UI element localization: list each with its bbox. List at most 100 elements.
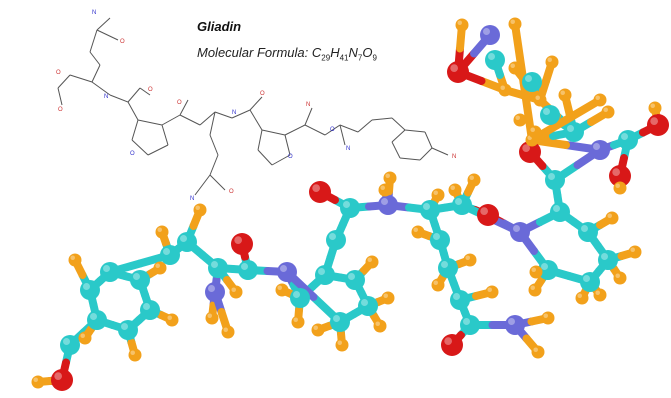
skeletal-bond xyxy=(161,114,181,126)
atom-highlight xyxy=(211,261,218,268)
hydrogen-atom xyxy=(68,253,82,267)
hydrogen-atom xyxy=(498,83,512,97)
skeletal-atom-label: N xyxy=(346,146,350,152)
carbon-atom xyxy=(290,288,310,308)
atom-highlight xyxy=(381,198,388,205)
skeletal-atom-label: N xyxy=(92,10,96,16)
carbon-atom xyxy=(80,280,100,300)
carbon-atom xyxy=(522,72,542,92)
skeletal-bond xyxy=(249,109,263,131)
skeletal-bond xyxy=(391,117,406,131)
atom-highlight xyxy=(333,315,340,322)
skeletal-bond xyxy=(391,129,406,143)
formula-value: C29H41N7O9 xyxy=(312,45,377,63)
atom-highlight xyxy=(650,103,655,108)
atom-highlight xyxy=(433,190,438,196)
skeletal-atom-label: N xyxy=(190,196,194,202)
atom-highlight xyxy=(469,175,474,181)
atom-highlight xyxy=(337,340,342,345)
atom-highlight xyxy=(615,273,620,278)
oxygen-atom xyxy=(309,181,331,203)
hydrogen-atom xyxy=(373,319,387,333)
atom-highlight xyxy=(593,143,600,150)
atom-highlight xyxy=(465,255,470,260)
skeletal-bond xyxy=(161,124,169,146)
skeletal-bond xyxy=(271,154,291,166)
atom-highlight xyxy=(601,253,608,260)
atom-highlight xyxy=(277,285,282,290)
skeletal-bond xyxy=(127,101,139,121)
carbon-atom xyxy=(538,260,558,280)
hydrogen-atom xyxy=(613,271,627,285)
skeletal-bond xyxy=(57,87,63,106)
atom-highlight xyxy=(553,205,560,212)
bond-segment xyxy=(562,96,604,124)
carbon-atom xyxy=(130,270,150,290)
skeletal-bond xyxy=(139,87,151,96)
atom-highlight xyxy=(535,95,540,100)
hydrogen-atom xyxy=(221,325,235,339)
atom-highlight xyxy=(121,323,128,330)
atom-highlight xyxy=(510,19,515,24)
skeletal-bond xyxy=(91,81,111,96)
oxygen-atom xyxy=(231,233,253,255)
atom-highlight xyxy=(595,95,600,100)
hydrogen-atom xyxy=(155,225,169,239)
atom-highlight xyxy=(533,347,538,352)
nitrogen-atom xyxy=(277,262,297,282)
oxygen-atom xyxy=(441,334,463,356)
atom-highlight xyxy=(595,290,600,295)
atom-highlight xyxy=(241,263,248,270)
carbon-atom xyxy=(345,270,365,290)
hydrogen-atom xyxy=(378,183,392,197)
atom-highlight xyxy=(450,185,455,191)
hydrogen-atom xyxy=(31,375,45,389)
hydrogen-atom xyxy=(165,313,179,327)
atom-highlight xyxy=(612,168,621,176)
atom-highlight xyxy=(433,233,440,240)
hydrogen-atom xyxy=(455,18,469,32)
atom-highlight xyxy=(385,173,390,179)
atom-highlight xyxy=(530,285,535,290)
skeletal-atom-label: O xyxy=(177,100,182,106)
carbon-atom xyxy=(438,258,458,278)
oxygen-atom xyxy=(477,204,499,226)
hydrogen-atom xyxy=(528,283,542,297)
atom-highlight xyxy=(531,267,536,272)
skeletal-bond xyxy=(304,124,326,136)
atom-highlight xyxy=(441,261,448,268)
hydrogen-atom xyxy=(541,311,555,325)
skeletal-bond xyxy=(96,29,119,41)
carbon-atom xyxy=(358,296,378,316)
atom-highlight xyxy=(367,257,372,262)
atom-highlight xyxy=(483,28,490,35)
skeletal-bond xyxy=(131,119,139,141)
skeletal-bond xyxy=(91,64,101,83)
formula-label: Molecular Formula: xyxy=(197,45,309,60)
atom-highlight xyxy=(155,263,161,268)
skeletal-atom-label: O xyxy=(130,151,135,157)
carbon-atom xyxy=(177,232,197,252)
oxygen-atom xyxy=(609,165,631,187)
skeletal-bond xyxy=(324,124,341,136)
atom-highlight xyxy=(383,293,388,298)
atom-highlight xyxy=(444,337,452,345)
hydrogen-atom xyxy=(335,338,349,352)
atom-highlight xyxy=(163,248,170,255)
atom-highlight xyxy=(607,213,612,219)
formula-o: O xyxy=(362,45,373,60)
atom-highlight xyxy=(343,201,350,208)
formula-h-count: 41 xyxy=(339,53,349,63)
skeletal-bond xyxy=(179,114,201,126)
skeletal-atom-label: N xyxy=(452,154,456,160)
hydrogen-atom xyxy=(205,311,219,325)
hydrogen-atom xyxy=(229,285,243,299)
skeletal-bond xyxy=(304,107,313,126)
atom-highlight xyxy=(510,63,515,68)
atom-highlight xyxy=(433,280,438,285)
formula-h: H xyxy=(330,45,340,60)
atom-highlight xyxy=(513,225,520,232)
carbon-atom xyxy=(87,310,107,330)
